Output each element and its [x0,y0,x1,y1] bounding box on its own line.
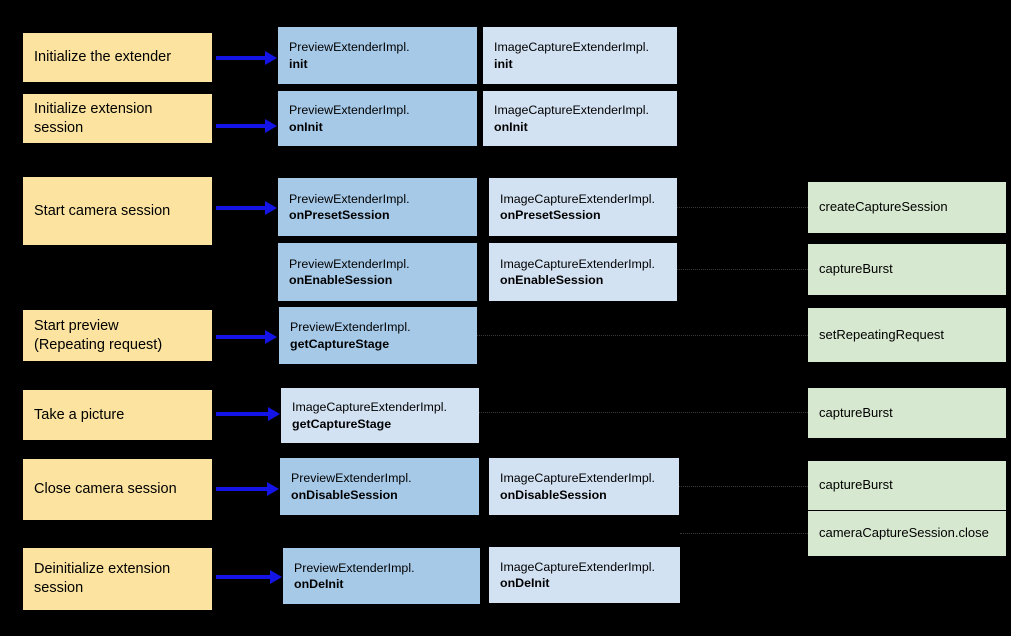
arrow-start-camera [216,206,266,210]
connector-getcapturestage-to-setrepeatingrequest [477,335,808,337]
call-box-capture-ondisablesession[interactable]: ImageCaptureExtenderImpl. onDisableSessi… [489,458,679,515]
call-box-capture-oninit[interactable]: ImageCaptureExtenderImpl. onInit [483,91,677,146]
api-box-captureburst-2[interactable]: captureBurst [808,388,1006,438]
call-method: onDisableSession [291,487,398,502]
call-box-preview-init[interactable]: PreviewExtenderImpl. init [278,27,477,84]
call-method: onPresetSession [289,208,390,222]
call-box-preview-getcapturestage[interactable]: PreviewExtenderImpl. getCaptureStage [279,307,477,364]
call-class: ImageCaptureExtenderImpl. [500,559,655,574]
call-box-preview-onpresetsession[interactable]: PreviewExtenderImpl. onPresetSession [278,178,477,236]
stage-box-init-session[interactable]: Initialize extension session [23,94,212,143]
arrow-start-preview [216,335,266,339]
api-label: captureBurst [819,477,893,493]
call-method: onDeInit [500,576,550,590]
arrow-deinit-session [216,575,271,579]
call-method: init [494,56,513,71]
call-class: PreviewExtenderImpl. [289,256,410,271]
call-class: ImageCaptureExtenderImpl. [494,40,649,55]
stage-label: Initialize extension [34,100,153,117]
api-label: createCaptureSession [819,199,948,215]
api-box-setrepeatingrequest[interactable]: setRepeatingRequest [808,308,1006,362]
call-class: PreviewExtenderImpl. [291,471,412,486]
stage-label: Deinitialize extension [34,561,171,578]
call-class: ImageCaptureExtenderImpl. [292,400,447,415]
api-box-captureburst-3[interactable]: captureBurst [808,461,1006,510]
connector-onpresetsession-to-createcapturesession [677,207,808,209]
call-method: onDeInit [294,577,344,591]
call-class: ImageCaptureExtenderImpl. [500,256,655,271]
call-box-capture-onenablesession[interactable]: ImageCaptureExtenderImpl. onEnableSessio… [489,243,677,301]
connector-ondisablesession-to-captureburst [679,486,808,488]
arrow-close-camera [216,487,268,491]
stage-box-start-camera[interactable]: Start camera session [23,177,212,245]
call-class: ImageCaptureExtenderImpl. [494,103,649,118]
api-label: setRepeatingRequest [819,326,945,342]
stage-box-take-picture[interactable]: Take a picture [23,390,212,440]
call-box-preview-oninit[interactable]: PreviewExtenderImpl. onInit [278,91,477,146]
connector-onenablesession-to-captureburst [677,269,808,271]
stage-label: Start preview [34,317,119,334]
call-method: onEnableSession [500,273,604,287]
call-method: getCaptureStage [292,416,392,431]
arrow-init-extender [216,56,266,60]
call-method: onInit [289,119,323,134]
stage-label-line2: session [34,580,84,596]
stage-box-init-extender[interactable]: Initialize the extender [23,33,212,82]
stage-box-close-camera[interactable]: Close camera session [23,459,212,520]
call-box-preview-ondeinit[interactable]: PreviewExtenderImpl. onDeInit [283,548,480,604]
call-method: onPresetSession [500,208,601,222]
api-box-captureburst-1[interactable]: captureBurst [808,244,1006,295]
call-class: PreviewExtenderImpl. [290,320,411,335]
call-box-capture-ondeinit[interactable]: ImageCaptureExtenderImpl. onDeInit [489,547,680,603]
call-class: PreviewExtenderImpl. [289,191,410,206]
call-box-preview-onenablesession[interactable]: PreviewExtenderImpl. onEnableSession [278,243,477,301]
call-class: PreviewExtenderImpl. [294,560,415,575]
call-method: onDisableSession [500,487,607,502]
call-class: ImageCaptureExtenderImpl. [500,191,655,206]
call-class: PreviewExtenderImpl. [289,103,410,118]
arrow-init-session [216,124,266,128]
call-box-capture-init[interactable]: ImageCaptureExtenderImpl. init [483,27,677,84]
call-method: init [289,56,308,71]
arrow-take-picture [216,412,269,416]
call-class: PreviewExtenderImpl. [289,40,410,55]
api-label: captureBurst [819,261,893,277]
stage-box-start-preview[interactable]: Start preview (Repeating request) [23,310,212,361]
stage-box-deinit-session[interactable]: Deinitialize extension session [23,548,212,610]
api-box-cameracapturesession-close[interactable]: cameraCaptureSession.close [808,511,1006,556]
call-method: onInit [494,119,528,134]
call-method: getCaptureStage [290,336,390,351]
api-label: captureBurst [819,404,893,420]
call-box-imagecapture-getcapturestage[interactable]: ImageCaptureExtenderImpl. getCaptureStag… [281,388,479,443]
call-class: ImageCaptureExtenderImpl. [500,471,655,486]
stage-label: Take a picture [34,406,125,423]
api-label: cameraCaptureSession.close [819,525,989,541]
stage-label: Close camera session [34,481,177,498]
stage-label: Initialize the extender [34,49,172,66]
stage-label-line2: (Repeating request) [34,336,163,353]
connector-ondeinit-to-cameracapturesessionclose [680,533,808,535]
call-box-capture-onpresetsession[interactable]: ImageCaptureExtenderImpl. onPresetSessio… [489,178,677,236]
stage-label-line2: session [34,119,84,136]
stage-label: Start camera session [34,202,171,219]
connector-imagecapture-getcapturestage-to-captureburst [479,412,808,414]
api-box-createcapturesession[interactable]: createCaptureSession [808,182,1006,233]
call-box-preview-ondisablesession[interactable]: PreviewExtenderImpl. onDisableSession [280,458,479,515]
call-method: onEnableSession [289,273,393,287]
